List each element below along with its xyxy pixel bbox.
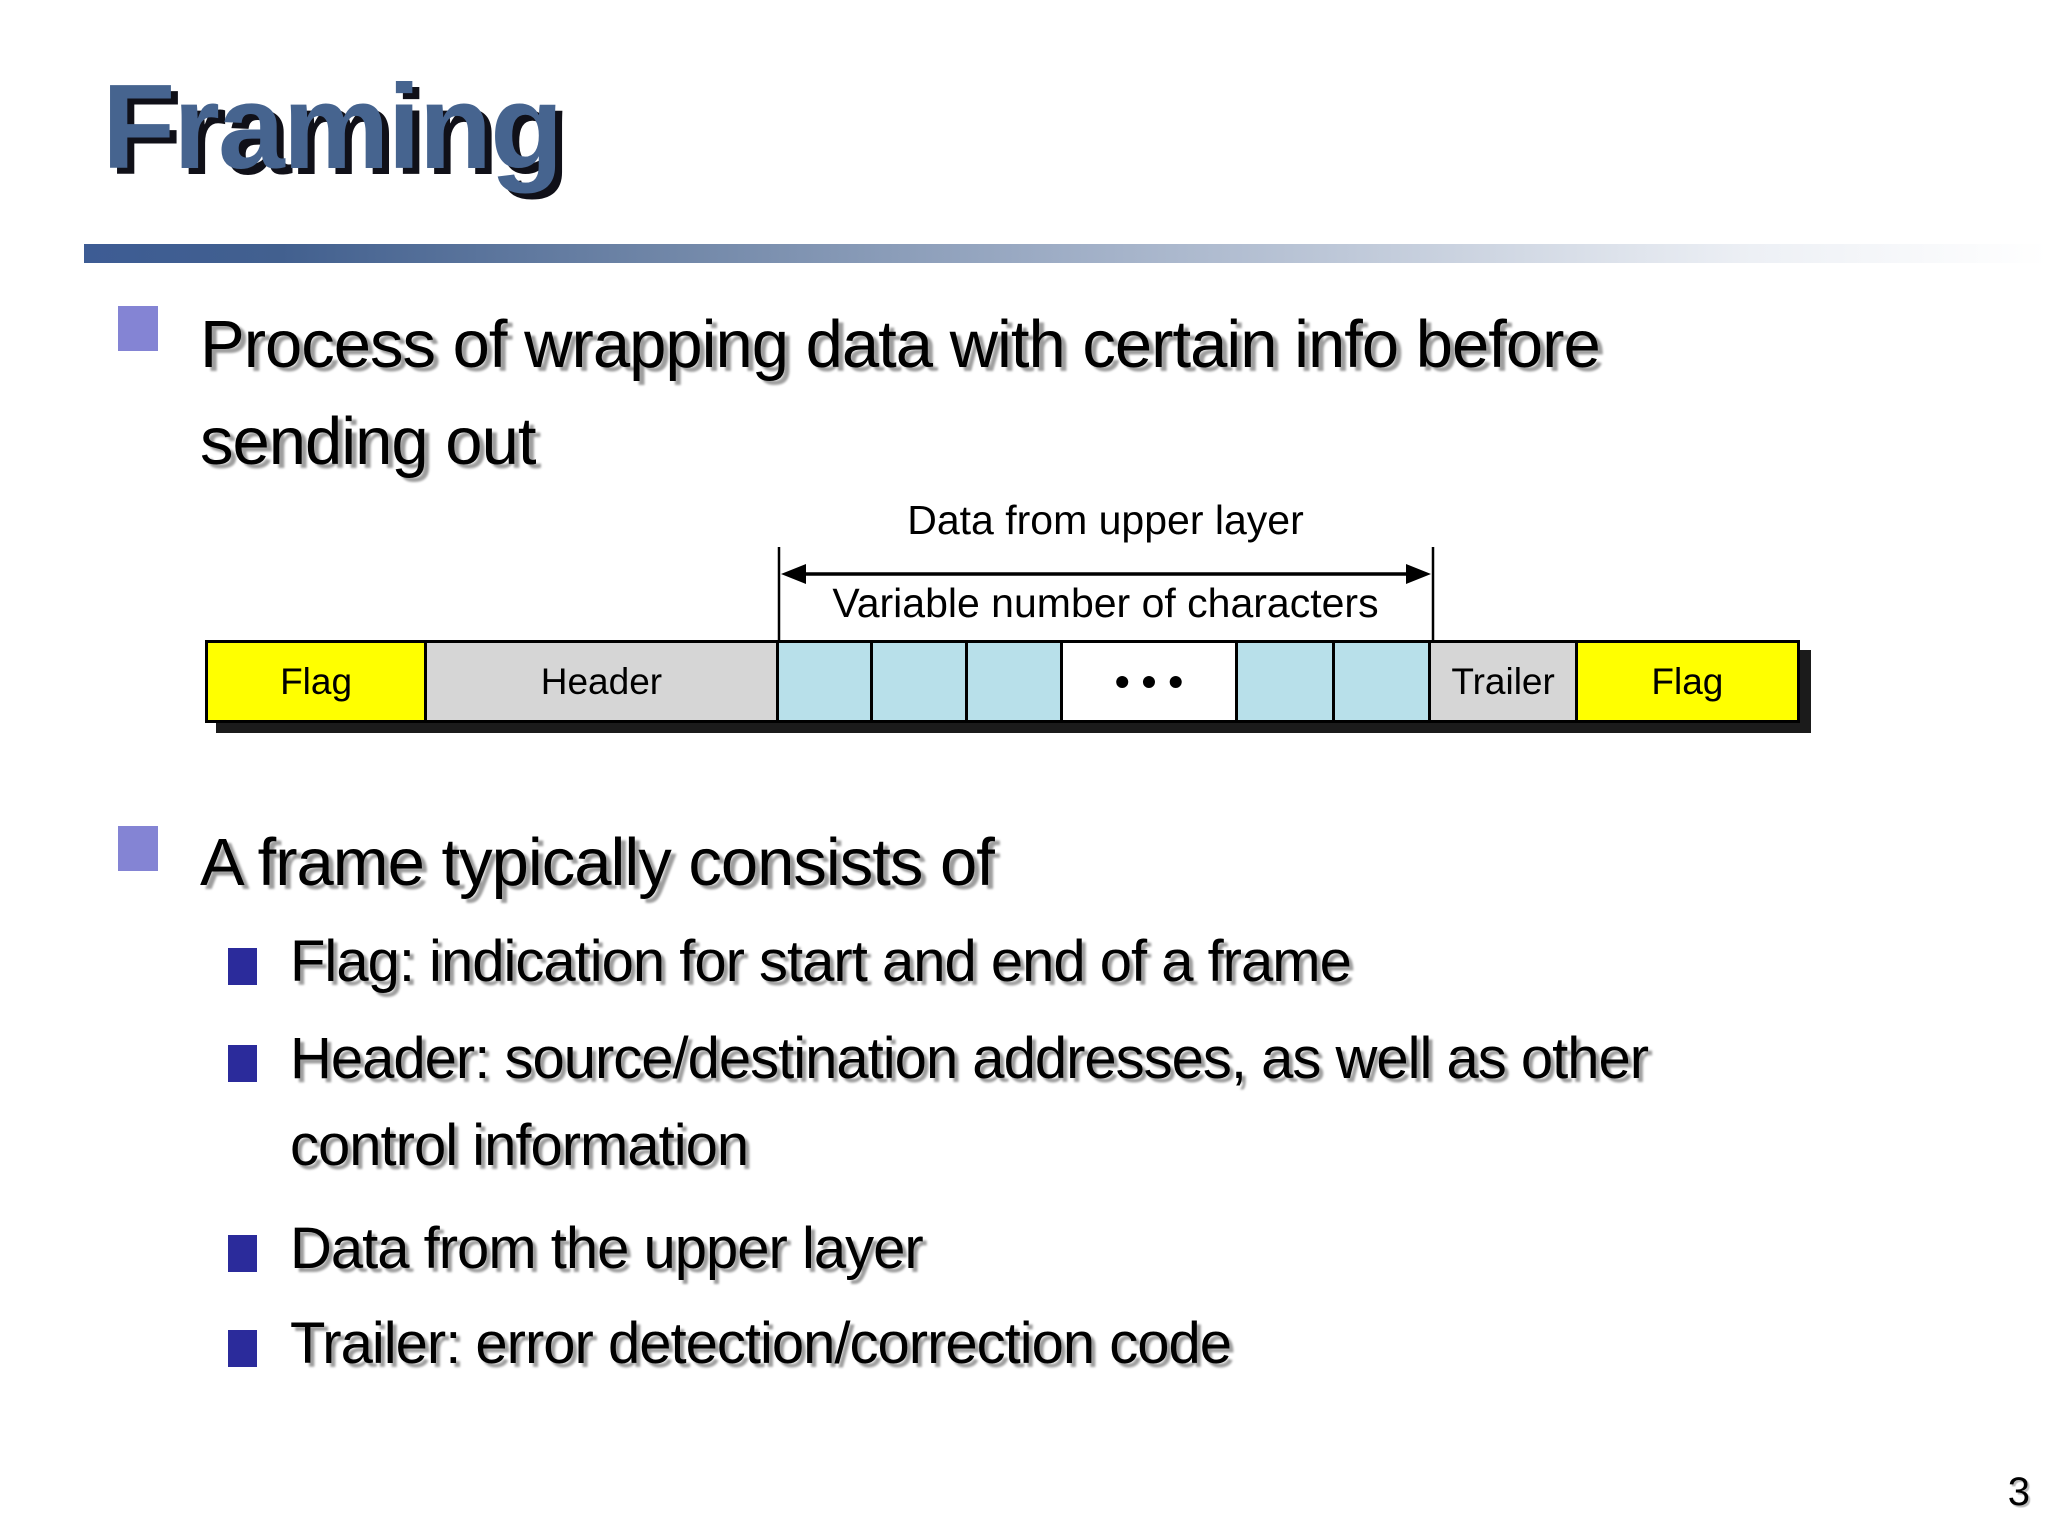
frame-cell-dots: ••• [1062,643,1239,720]
sub-bullet-data-text: Data from the upper layer [290,1216,924,1281]
frame-cell-data [778,643,874,720]
bullet-frame-consists: A frame typically consists of [200,825,995,900]
bullet-square-icon [118,306,158,351]
frame-cell-header: Header [427,643,779,720]
bullet-process: Process of wrapping data with certain in… [200,307,1601,479]
frame-cell-label: Header [540,660,663,702]
sub-bullet-flag: Flag: indication for start and end of a … [290,929,1352,994]
sub-bullet-square-icon [228,1330,257,1367]
sub-bullet-data [228,1235,257,1272]
frame-cell-data [1238,643,1335,720]
diagram-label-data-from-upper-layer: Data from upper layer [907,497,1304,543]
bullet-square-icon [118,826,158,871]
title-gradient-rule [84,244,2048,263]
frame-cell-flag: Flag [208,643,428,720]
page-number: 3 [2007,1470,2030,1514]
diagram-label-variable-characters: Variable number of characters [832,580,1379,626]
frame-cell-data [873,643,969,720]
frame-cell-flag: Flag [1577,643,1797,720]
frame-cell-data [1334,643,1432,720]
frame-cell-label: ••• [1114,657,1196,705]
sub-bullet-header: Header: source/destination addresses, as… [290,1026,1649,1178]
range-arrow [777,547,1435,641]
frame-structure-diagram: Flag Header ••• Trailer Flag [205,640,1800,723]
page-title: Framing [102,60,563,194]
frame-cell-trailer: Trailer [1431,643,1578,720]
sub-bullet-trailer: Trailer: error detection/correction code [290,1311,1232,1376]
frame-cell-data [968,643,1063,720]
sub-bullet-square-icon [228,1045,257,1082]
sub-bullet-square-icon [228,948,257,985]
frame-cell-label: Flag [280,660,353,702]
frame-cell-label: Trailer [1451,660,1555,702]
frame-cell-label: Flag [1651,660,1724,702]
